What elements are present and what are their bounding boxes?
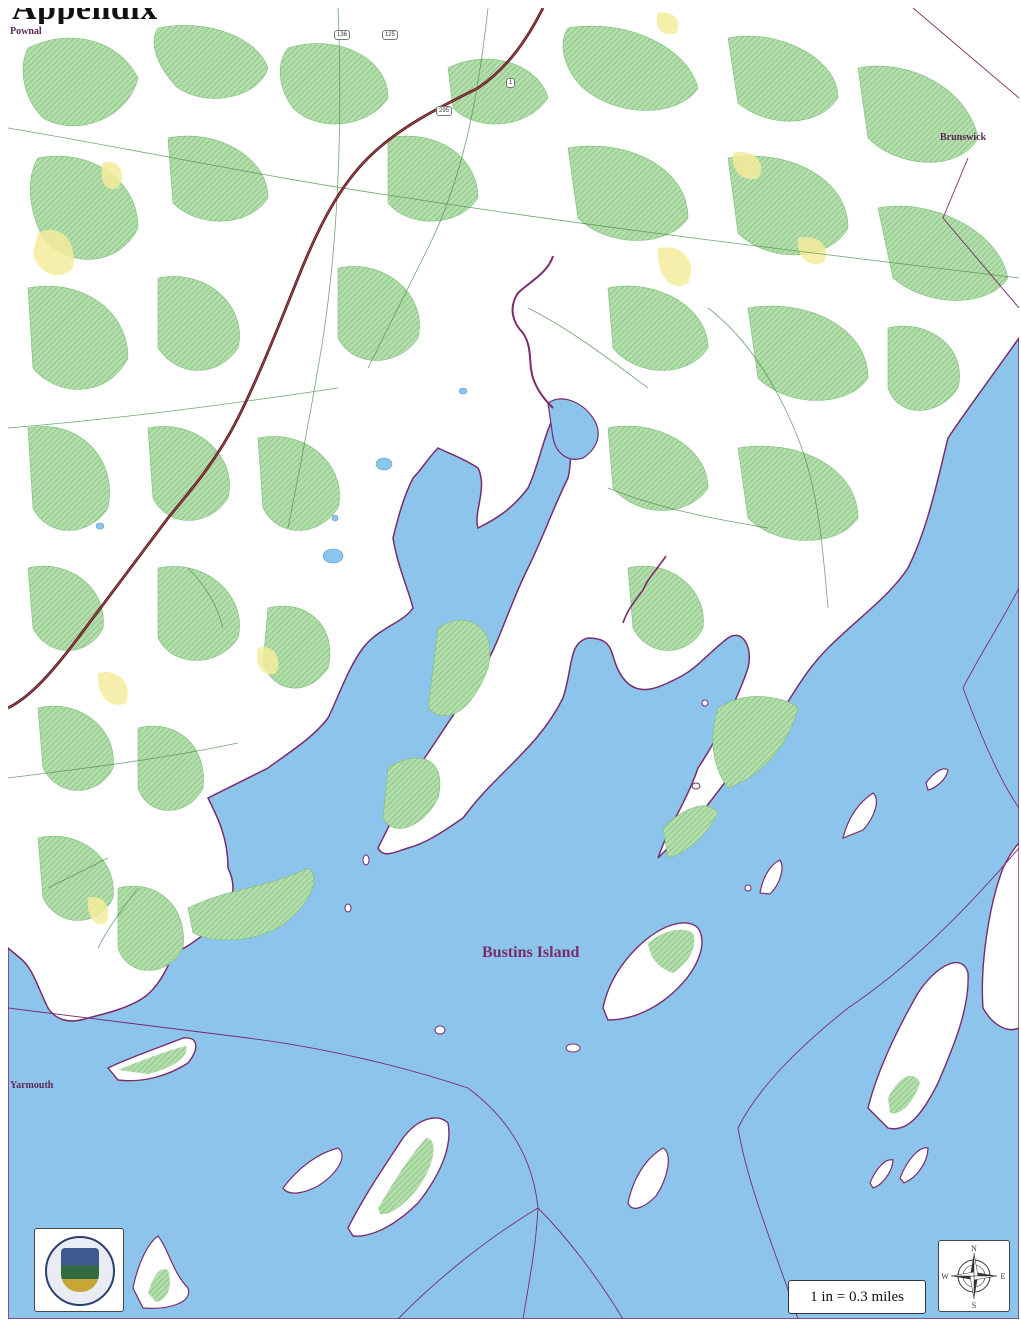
town-label-pownal: Pownal — [10, 26, 42, 37]
island-east-small-c — [925, 768, 949, 791]
island-south-small-a — [282, 1147, 343, 1194]
island-east-edge — [981, 842, 1019, 1031]
seal-shield-icon — [61, 1248, 99, 1292]
island-label-bustins: Bustins Island — [482, 944, 580, 961]
maine-state-seal-icon — [45, 1236, 115, 1306]
islet-4 — [701, 699, 709, 707]
map-frame[interactable]: Appendix Pownal Brunswick Yarmouth Busti… — [8, 8, 1019, 1319]
island-east-large-wood — [888, 1075, 920, 1114]
islet-2 — [565, 1043, 581, 1053]
islet-5 — [362, 854, 370, 866]
map-canvas[interactable] — [8, 8, 1019, 1319]
compass-s: S — [972, 1301, 976, 1310]
local-roads — [8, 8, 1019, 949]
compass-e: E — [1001, 1272, 1006, 1281]
wetland-areas — [33, 12, 827, 925]
map-scale: 1 in = 0.3 miles — [788, 1280, 926, 1314]
interstate-highway-inner — [8, 8, 544, 709]
river — [511, 255, 554, 409]
islet-1 — [434, 1025, 446, 1035]
state-seal-box — [34, 1228, 124, 1312]
town-label-brunswick: Brunswick — [940, 132, 987, 143]
island-southwest-cove-wood — [148, 1269, 170, 1302]
island-east-large — [867, 962, 969, 1130]
island-east-small-d — [869, 1159, 894, 1189]
route-shield-136: 136 — [334, 30, 351, 40]
compass-rose-icon: N S E W — [941, 1244, 1006, 1310]
town-boundaries — [8, 8, 1019, 1319]
route-shield-1: 1 — [506, 78, 516, 88]
islet-7 — [744, 884, 752, 892]
island-west-long-wood — [118, 1046, 187, 1074]
bustins-island-wood — [648, 929, 695, 973]
route-shield-295: 295 — [436, 106, 453, 116]
compass-n: N — [971, 1244, 977, 1253]
route-shield-125: 125 — [382, 30, 399, 40]
island-south-center-wood — [378, 1138, 434, 1215]
water-casco-bay — [8, 336, 1019, 1319]
island-south-small-b — [627, 1147, 669, 1209]
stream-east — [622, 555, 667, 624]
islet-3 — [691, 782, 701, 790]
woodland-areas — [22, 25, 1009, 971]
page-title-fragment: Appendix — [8, 8, 208, 24]
island-east-small-b — [759, 859, 783, 895]
islands — [106, 699, 1019, 1309]
island-east-small-a — [842, 792, 877, 839]
island-east-small-e — [899, 1147, 929, 1184]
compass-box: N S E W — [938, 1240, 1010, 1312]
islet-6 — [344, 903, 352, 913]
page-title: Appendix — [12, 8, 158, 24]
compass-w: W — [941, 1272, 949, 1281]
water-inlet-north — [547, 398, 599, 460]
ponds — [95, 387, 468, 564]
town-label-yarmouth: Yarmouth — [10, 1080, 54, 1091]
